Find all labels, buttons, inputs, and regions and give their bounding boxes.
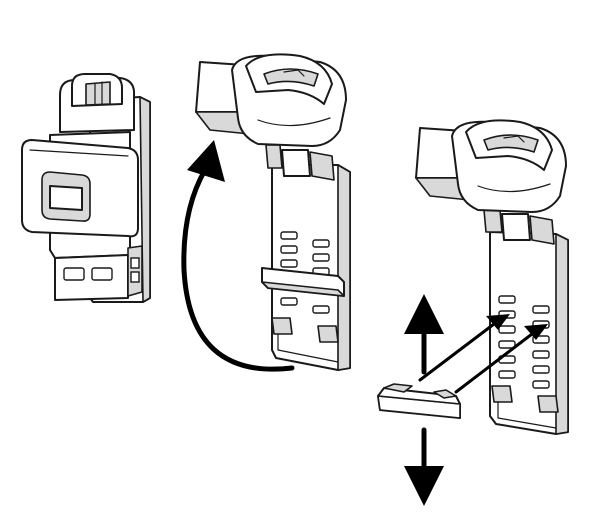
flipped-cap-insert [415,119,567,213]
insert-arrow-1 [418,314,510,382]
top-hinge [59,73,136,133]
back-plate-open [271,164,351,371]
lower-latch [54,245,143,301]
flipped-cap [195,53,347,147]
panel-insert-slider [377,119,569,506]
insert-arrow-2 [454,324,548,394]
panel-assembled [21,73,151,303]
back-plate-insert [489,231,569,435]
hinge-knuckles [265,144,335,181]
slider-bar-installed [261,267,345,297]
hinge-knuckles-insert [483,209,555,245]
rotate-arrow [181,140,295,372]
down-arrow [404,427,444,506]
loop-band [21,139,139,238]
panel-flip-open [195,53,351,371]
up-arrow [404,294,444,375]
slider-bar-loose [377,383,461,419]
